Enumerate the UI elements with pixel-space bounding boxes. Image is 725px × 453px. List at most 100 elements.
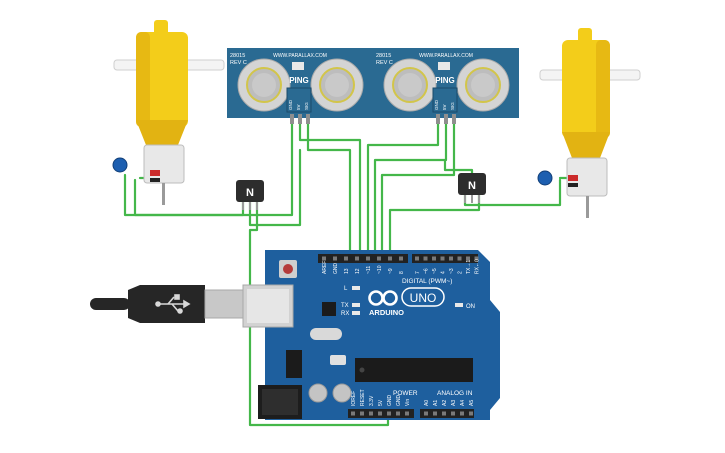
arduino-brand: ARDUINO xyxy=(369,308,404,317)
header-pin xyxy=(451,411,455,416)
header-pin xyxy=(366,256,370,261)
header-pin-label: ~3 xyxy=(449,268,455,274)
analog-label: ANALOG IN xyxy=(437,390,473,397)
header-pin-label: A4 xyxy=(460,400,466,406)
header-pin-label: A0 xyxy=(424,400,430,406)
wire xyxy=(373,118,448,260)
header-pin xyxy=(423,256,428,261)
sensor-pin xyxy=(436,114,440,124)
wire xyxy=(306,118,352,260)
header-pin xyxy=(442,411,446,416)
led-label-tx: TX xyxy=(341,303,349,309)
capacitor-left xyxy=(112,157,128,173)
header-pin xyxy=(360,411,364,416)
sensor-brand: WWW.PARALLAX.COM xyxy=(273,53,327,59)
transistor-right: N xyxy=(458,173,486,203)
sensor-pin-label: GND xyxy=(288,99,293,110)
header-pin xyxy=(457,256,462,261)
header-pin-label: 7 xyxy=(415,271,421,274)
header-pin xyxy=(449,256,453,261)
dc-motor-right xyxy=(537,28,641,218)
arduino-logo-icon xyxy=(368,290,398,306)
usb-cable xyxy=(90,285,246,323)
power-header-pins xyxy=(351,411,409,416)
digital-label: DIGITAL (PWM~) xyxy=(402,278,452,285)
transistor-label: N xyxy=(468,180,476,192)
header-pin xyxy=(387,411,391,416)
header-pin-label: ~10 xyxy=(377,265,383,274)
header-pin-label: RX←0 xyxy=(475,259,481,274)
header-pin-label: 3.3V xyxy=(369,395,375,406)
header-pin-label: 13 xyxy=(344,268,350,274)
header-pin-label: A5 xyxy=(469,400,475,406)
led-label-l: L xyxy=(344,286,348,292)
wire xyxy=(366,118,440,260)
header-pin-label: ~11 xyxy=(366,266,372,274)
sensor-pin-label: GND xyxy=(434,99,439,110)
header-pin-label: TX→1 xyxy=(466,260,472,274)
sensor-model: 28015 xyxy=(230,53,245,59)
sensor-rev: REV C xyxy=(230,60,247,66)
header-pin-label: A3 xyxy=(451,400,457,406)
header-pin xyxy=(433,411,437,416)
sensor-pin xyxy=(452,114,456,124)
transistor-label: N xyxy=(246,187,254,199)
header-pin xyxy=(351,411,355,416)
header-pin-label: IOREF xyxy=(351,391,357,406)
header-pin-label: GND xyxy=(387,395,393,407)
header-pin xyxy=(432,256,436,261)
header-pin-label: 2 xyxy=(458,271,464,274)
sensor-pin xyxy=(298,114,302,124)
header-pin xyxy=(355,256,359,261)
wire xyxy=(248,148,302,227)
led-label-rx: RX xyxy=(341,311,349,317)
header-pin-label: Vin xyxy=(405,399,411,406)
header-pin xyxy=(344,256,348,261)
sensor-pin xyxy=(306,114,310,124)
header-pin xyxy=(424,411,428,416)
wire xyxy=(133,178,245,217)
capacitor-right xyxy=(537,170,553,186)
header-pin xyxy=(333,256,337,261)
header-pin xyxy=(388,256,392,261)
header-pin-label: GND xyxy=(333,263,339,275)
wire xyxy=(380,118,456,260)
header-pin-label: A2 xyxy=(442,400,448,406)
sensor-pin-label: 5V xyxy=(442,104,447,110)
sensor-pin-label: 5V xyxy=(296,104,301,110)
header-pin-label: 8 xyxy=(399,271,405,274)
sensor-model: 28015 xyxy=(376,53,391,59)
arduino-model: UNO xyxy=(410,291,437,305)
header-pin xyxy=(378,411,382,416)
header-pin xyxy=(399,256,403,261)
header-pin xyxy=(377,256,381,261)
header-pin-label: 5V xyxy=(378,399,384,406)
header-pin xyxy=(440,256,445,261)
sensor-pin xyxy=(444,114,448,124)
header-pin-label: A1 xyxy=(433,400,439,406)
sensor-name: PING xyxy=(435,76,455,85)
sensor-brand: WWW.PARALLAX.COM xyxy=(419,53,473,59)
transistor-left: N xyxy=(236,180,264,210)
header-pin xyxy=(369,411,373,416)
sensor-name: PING xyxy=(289,76,309,85)
header-pin-label: GND xyxy=(396,395,402,407)
header-pin-label: 4 xyxy=(441,271,447,274)
analog-header-pins xyxy=(424,411,473,416)
header-pin xyxy=(469,411,473,416)
header-pin xyxy=(474,256,479,261)
header-pin xyxy=(322,256,326,261)
header-pin-label: 12 xyxy=(355,268,361,274)
header-pin-label: RESET xyxy=(360,389,366,406)
digital-header-left-pins xyxy=(322,256,403,261)
header-pin xyxy=(415,256,419,261)
dc-motor-left xyxy=(112,20,225,205)
